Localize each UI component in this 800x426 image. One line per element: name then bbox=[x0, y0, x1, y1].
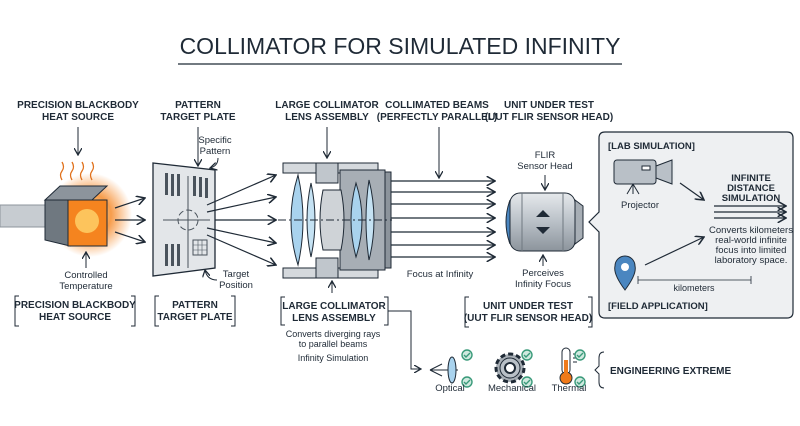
converts-text-3: focus into limited bbox=[716, 245, 787, 256]
optical-icon bbox=[429, 356, 458, 384]
top-label-heat-source: PRECISION BLACKBODY bbox=[17, 100, 139, 111]
infinite-label: INFINITE bbox=[731, 173, 771, 184]
pattern-target-plate bbox=[152, 162, 216, 277]
lens-note-3: Infinity Simulation bbox=[298, 353, 369, 363]
logo-icon bbox=[536, 210, 550, 234]
top-label-beams-2: (PERFECTLY PARALLEL) bbox=[377, 112, 497, 123]
bottom-label-heat-source-2: HEAT SOURCE bbox=[39, 312, 111, 323]
lens-note-2: to parallel beams bbox=[299, 339, 368, 349]
top-label-uut: UNIT UNDER TEST bbox=[504, 100, 594, 111]
check-icons bbox=[461, 349, 586, 388]
bottom-label-uut: UNIT UNDER TEST bbox=[483, 301, 573, 312]
top-label-beams: COLLIMATED BEAMS bbox=[385, 100, 489, 111]
infinite-label-3: SIMULATION bbox=[722, 193, 781, 204]
blackbody-heat-source bbox=[0, 161, 132, 257]
bottom-label-uut-2: (UUT FLIR SENSOR HEAD) bbox=[464, 313, 592, 324]
bottom-label-target-2: TARGET PLATE bbox=[157, 312, 233, 323]
diagram-title: COLLIMATOR FOR SIMULATED INFINITY bbox=[180, 33, 621, 59]
converts-text-2: real-world infinite bbox=[715, 235, 787, 246]
controlled-temperature-label-2: Temperature bbox=[59, 281, 112, 292]
infinite-label-2: DISTANCE bbox=[727, 183, 775, 194]
mechanical-label: Mechanical bbox=[488, 383, 536, 394]
gear-icon bbox=[494, 352, 526, 384]
top-label-lens: LARGE COLLIMATOR bbox=[275, 100, 379, 111]
top-label-target-2: TARGET PLATE bbox=[160, 112, 236, 123]
location-pin-icon bbox=[614, 255, 636, 291]
collimator-lens-assembly bbox=[278, 162, 392, 279]
lens-note: Converts diverging rays bbox=[286, 329, 381, 339]
top-labels: PRECISION BLACKBODY HEAT SOURCE PATTERN … bbox=[17, 100, 613, 123]
flir-sensor-head bbox=[505, 192, 584, 252]
top-label-uut-2: (UUT FLIR SENSOR HEAD) bbox=[485, 112, 613, 123]
kilometers-label: kilometers bbox=[673, 283, 715, 293]
projector-icon bbox=[613, 159, 675, 195]
specific-pattern-label-2: Pattern bbox=[200, 146, 231, 157]
converts-text: Converts kilometers bbox=[709, 225, 793, 236]
engineering-brace bbox=[594, 351, 605, 389]
target-position-label: Target bbox=[223, 269, 250, 280]
target-position-label-2: Position bbox=[219, 280, 253, 291]
engineering-extreme-label: ENGINEERING EXTREME bbox=[610, 366, 731, 377]
collimated-beams bbox=[391, 181, 495, 257]
top-label-target: PATTERN bbox=[175, 100, 221, 111]
thermometer-icon bbox=[559, 347, 577, 385]
converts-text-4: laboratory space. bbox=[715, 255, 788, 266]
flir-label: FLIR bbox=[535, 150, 556, 161]
bottom-label-lens: LARGE COLLIMATOR bbox=[282, 301, 386, 312]
flir-label-2: Sensor Head bbox=[517, 161, 572, 172]
focus-at-infinity-label: Focus at Infinity bbox=[407, 269, 474, 280]
bottom-label-heat-source: PRECISION BLACKBODY bbox=[14, 300, 136, 311]
top-label-lens-2: LENS ASSEMBLY bbox=[285, 112, 369, 123]
projector-label: Projector bbox=[621, 200, 659, 211]
field-application-label: [FIELD APPLICATION] bbox=[608, 301, 708, 312]
bottom-label-target: PATTERN bbox=[172, 300, 218, 311]
perceives-label: Perceives bbox=[522, 268, 564, 279]
bottom-label-lens-2: LENS ASSEMBLY bbox=[292, 313, 376, 324]
thermal-label: Thermal bbox=[552, 383, 587, 394]
simulation-panel: [LAB SIMULATION] Projector INFINITE DIST… bbox=[588, 131, 794, 319]
specific-pattern-label: Specific bbox=[198, 135, 232, 146]
perceives-label-2: Infinity Focus bbox=[515, 279, 571, 290]
top-label-heat-source-2: HEAT SOURCE bbox=[42, 112, 114, 123]
optical-label: Optical bbox=[435, 383, 465, 394]
heat-waves-icon bbox=[59, 161, 95, 181]
lab-simulation-label: [LAB SIMULATION] bbox=[608, 141, 695, 152]
controlled-temperature-label: Controlled bbox=[64, 270, 107, 281]
